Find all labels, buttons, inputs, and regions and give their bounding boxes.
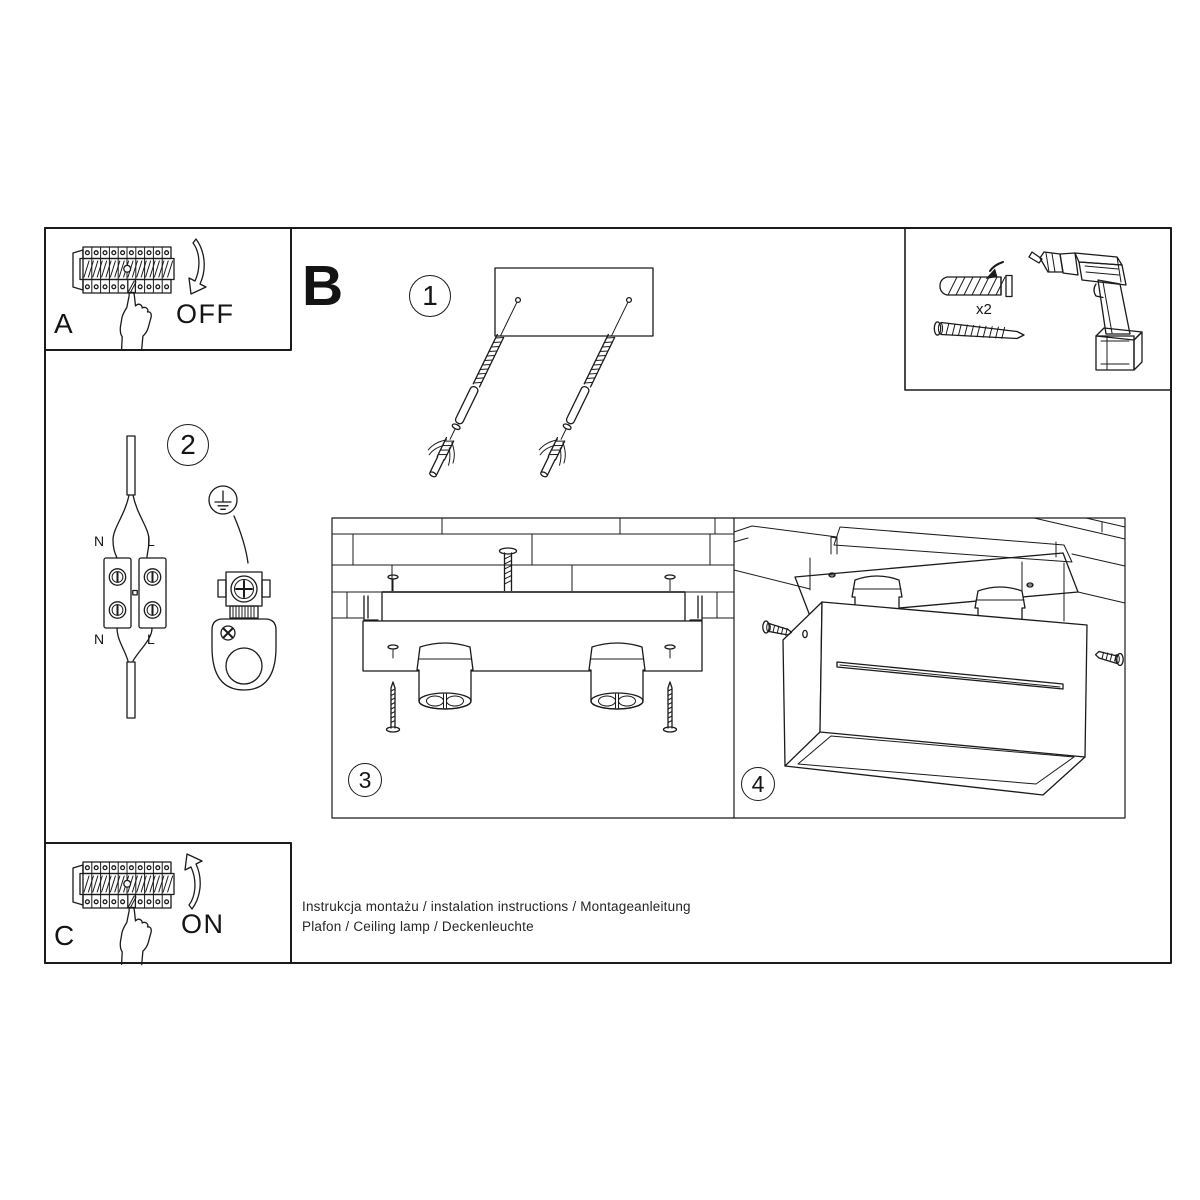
wire-label-live-bottom: L — [147, 631, 155, 647]
terminal-block-icon — [103, 557, 167, 629]
step1-ceiling-plate-drawing — [417, 267, 654, 483]
footer-instructions-line: Instrukcja montażu / instalation instruc… — [302, 899, 691, 914]
panel-a-letter: A — [54, 308, 73, 339]
lamp-socket-icon — [588, 642, 646, 710]
quantity-label: x2 — [976, 301, 992, 318]
step4-shade-drawing — [733, 517, 1126, 796]
lamp-socket-icon — [416, 642, 474, 710]
mounting-screw-icon — [385, 644, 401, 733]
shade-box — [782, 601, 1088, 796]
outer-frame — [44, 227, 1172, 964]
side-screw-icon — [762, 620, 793, 636]
panel-a-action-label: OFF — [176, 299, 235, 329]
panel-c-frame — [44, 842, 292, 964]
wire-label-live-top: L — [147, 533, 155, 549]
step3-number: 3 — [358, 766, 372, 793]
step2-wiring-drawing — [103, 435, 167, 719]
step4-badge: 4 — [741, 767, 775, 801]
steps-3-4-frame — [331, 517, 1126, 819]
footer-product-line: Plafon / Ceiling lamp / Deckenleuchte — [302, 919, 534, 934]
wire-label-neutral-bottom: N — [94, 631, 105, 647]
panel-a-frame — [44, 227, 292, 351]
circuit-breaker-icon — [72, 246, 175, 294]
screw-anchor-icon — [528, 295, 641, 483]
power-drill-icon — [1028, 251, 1143, 371]
panel-c-letter: C — [54, 920, 75, 951]
on-arrow-icon — [184, 853, 203, 910]
ground-terminal-icon — [211, 515, 277, 691]
light-slot — [836, 661, 1064, 690]
step4-number: 4 — [751, 770, 765, 797]
earth-symbol-icon — [208, 485, 238, 515]
panel-c-action-label: ON — [181, 909, 225, 939]
section-letter: B — [302, 254, 344, 318]
step3-badge: 3 — [348, 763, 382, 797]
pointing-hand-icon — [119, 291, 152, 351]
screw-anchor-icon — [417, 295, 530, 483]
cable-icon — [126, 435, 136, 496]
drill-hole-left — [514, 296, 522, 304]
ceiling-plate — [794, 552, 1079, 617]
anchor-screw-head — [498, 547, 518, 555]
side-screw-icon — [1094, 650, 1124, 667]
step2-badge: 2 — [167, 424, 209, 466]
lamp-canopy — [362, 620, 703, 672]
circuit-breaker-icon — [72, 861, 175, 909]
cable-icon — [126, 661, 136, 719]
mounting-bracket — [381, 591, 686, 622]
pointing-hand-icon — [119, 906, 152, 966]
mounting-screw-icon — [662, 644, 678, 733]
wall-plug-icon — [939, 261, 1013, 298]
step1-badge: 1 — [409, 275, 451, 317]
wire-label-neutral-top: N — [94, 533, 105, 549]
off-arrow-icon — [188, 238, 207, 295]
step3-mounting-drawing — [331, 517, 735, 733]
step2-number: 2 — [180, 429, 196, 460]
wood-screw-icon — [933, 321, 1025, 340]
drill-hole-right — [625, 296, 633, 304]
hardware-box-frame — [904, 227, 1172, 391]
step1-number: 1 — [422, 280, 438, 311]
